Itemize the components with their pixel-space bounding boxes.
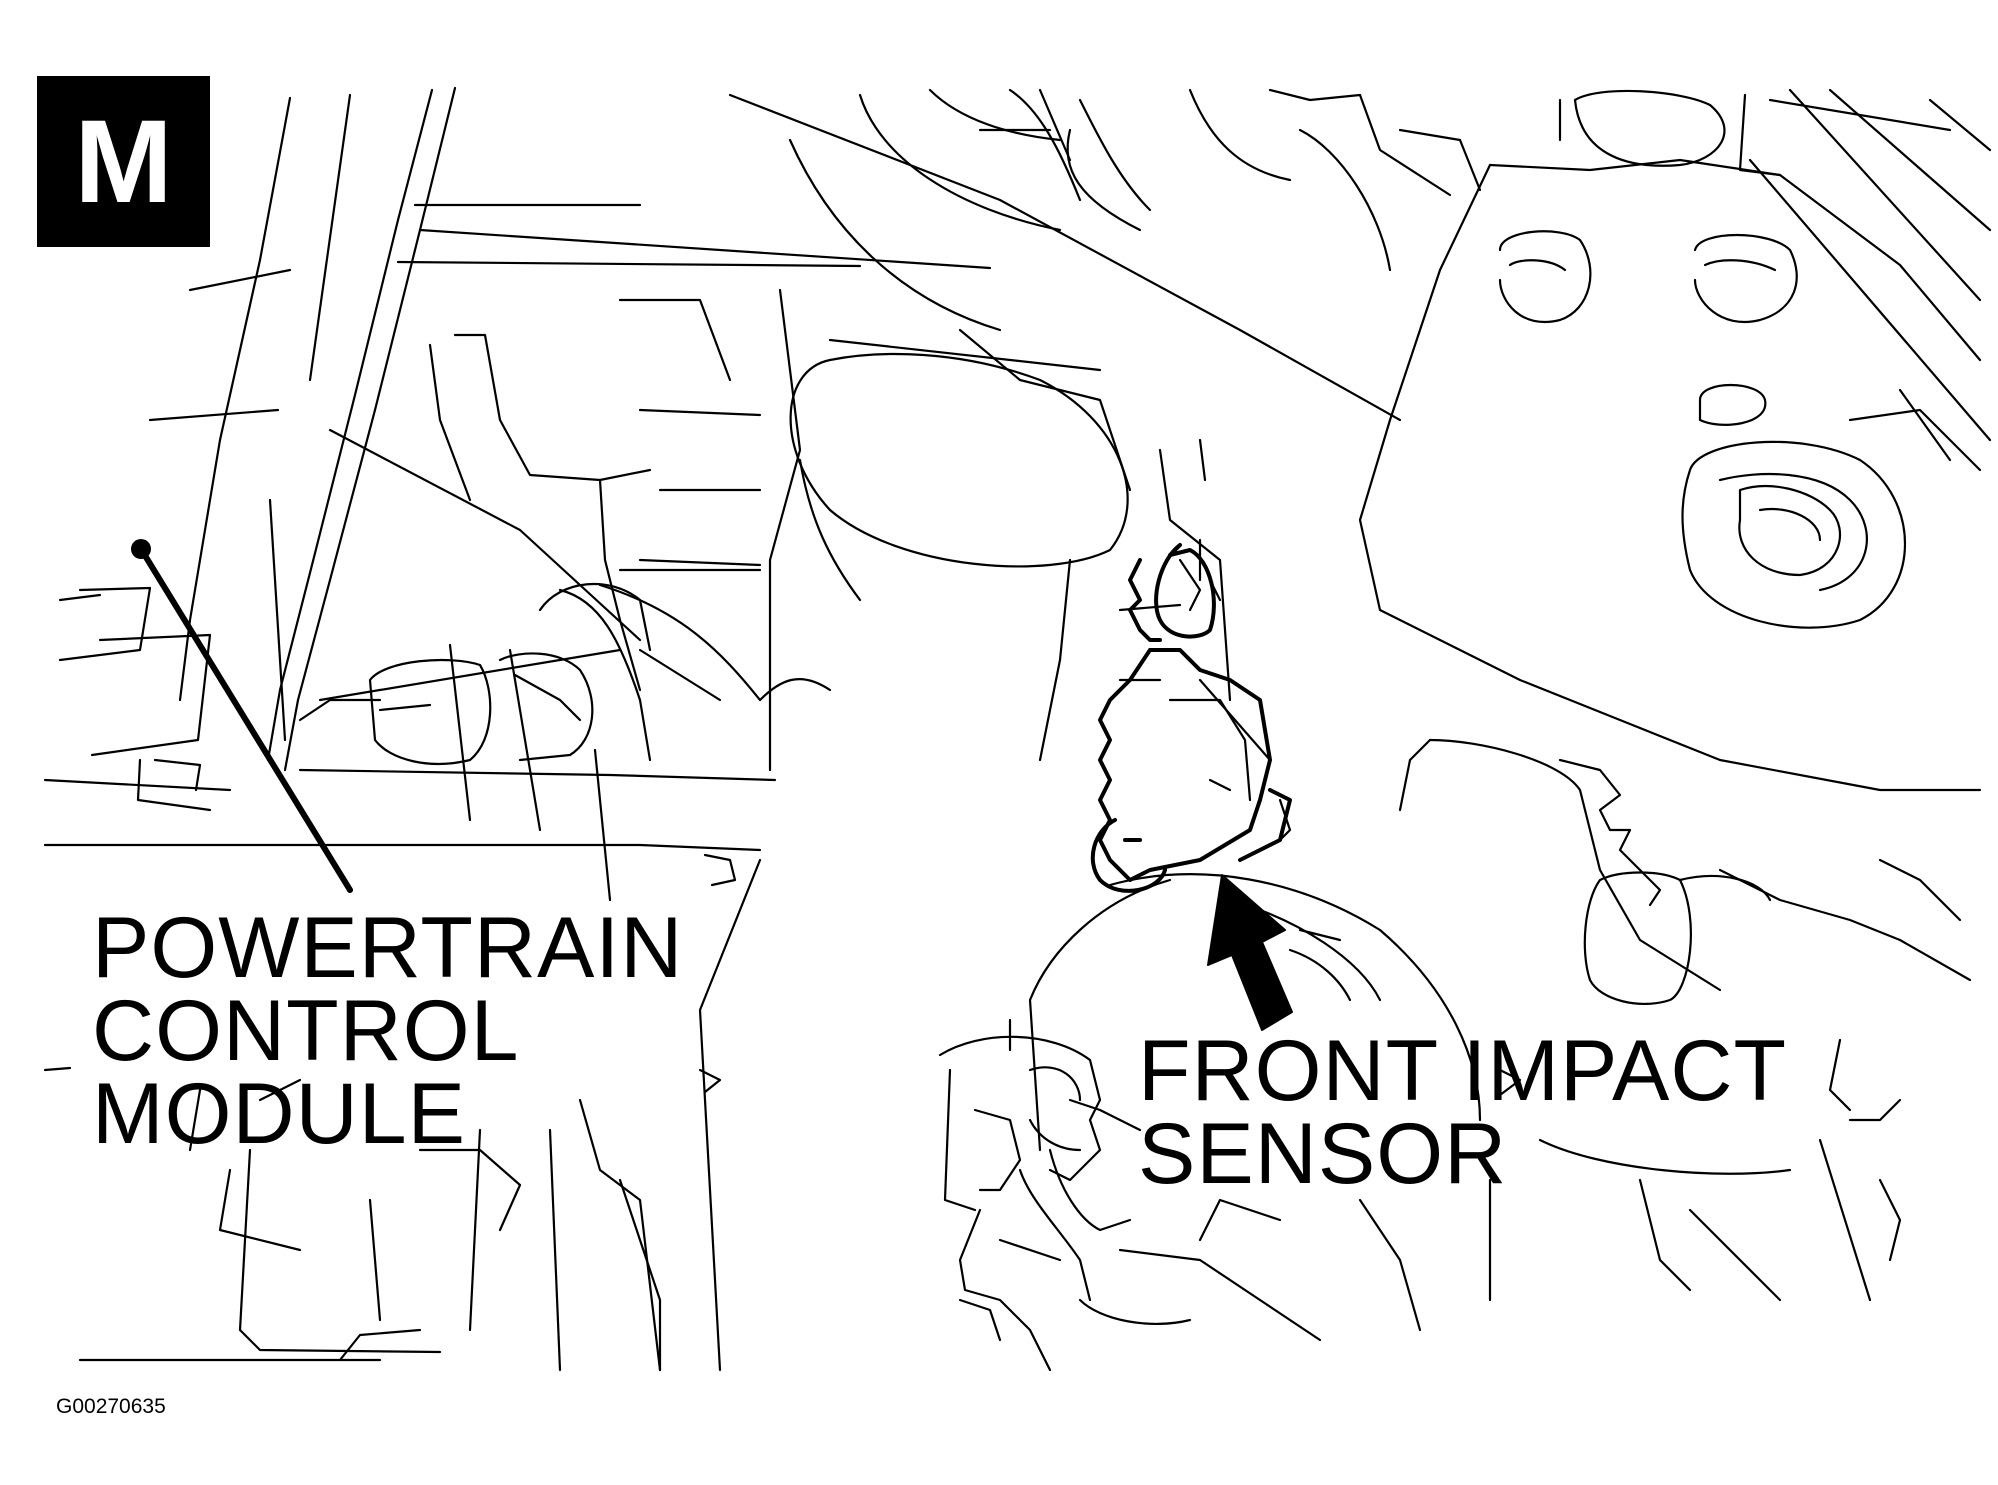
callout-line: POWERTRAIN	[92, 900, 684, 996]
strut-tower	[1358, 88, 1992, 792]
wiring-harness-connector	[938, 1018, 1422, 1372]
sensor-arrow	[1207, 874, 1293, 1031]
section-badge: M	[37, 76, 210, 247]
upper-center-housing	[728, 88, 1482, 492]
figure-id: G00270635	[56, 1395, 166, 1418]
intake-tube	[789, 352, 1232, 762]
lower-left-structure	[78, 1078, 662, 1372]
pcm-leader	[131, 539, 353, 893]
callout-line: SENSOR	[1138, 1106, 1508, 1202]
callout-line: FRONT IMPACT	[1138, 1023, 1788, 1119]
front-impact-sensor-part	[1028, 538, 1482, 1152]
callout-front-impact-sensor: FRONT IMPACT SENSOR	[1138, 1023, 1788, 1202]
callout-line: CONTROL	[92, 983, 520, 1079]
left-frame-structure	[43, 86, 992, 1372]
callout-powertrain-control-module: POWERTRAIN CONTROL MODULE	[92, 900, 684, 1162]
lower-right-subframe	[1398, 738, 1972, 1302]
callout-line: MODULE	[92, 1066, 466, 1162]
pcm-connector	[298, 582, 832, 766]
